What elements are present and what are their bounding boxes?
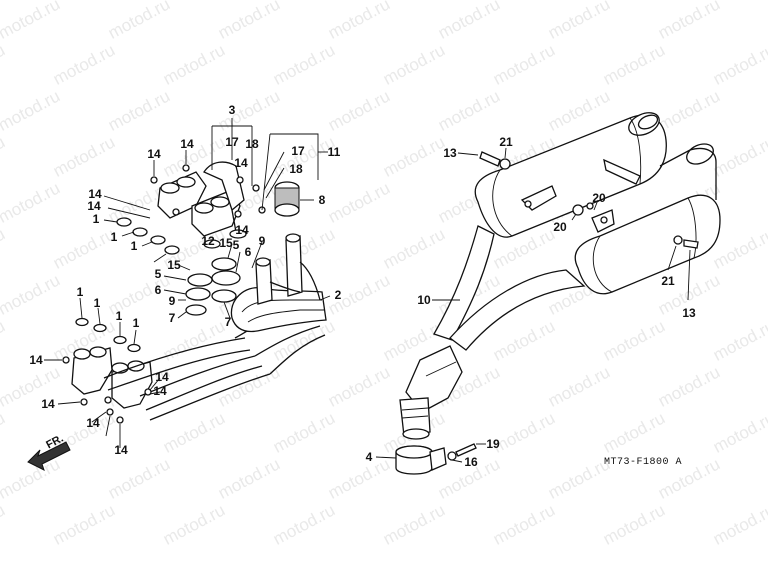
callout-3: 3 [228, 103, 236, 117]
callout-15: 15 [167, 258, 181, 272]
callout-21: 21 [661, 274, 675, 288]
callout-14: 14 [88, 187, 102, 201]
callout-11: 11 [327, 145, 341, 159]
callout-4: 4 [365, 450, 373, 464]
front-direction-arrow [27, 441, 71, 471]
callout-10: 10 [417, 293, 431, 307]
callout-9: 9 [258, 234, 266, 248]
muffler-assembly [375, 112, 721, 475]
rear-header-assembly [157, 161, 247, 239]
gaskets-group [75, 217, 180, 353]
callout-1: 1 [130, 239, 138, 253]
callout-14: 14 [147, 147, 161, 161]
callout-17: 17 [225, 135, 239, 149]
callout-14: 14 [41, 397, 55, 411]
callout-20: 20 [553, 220, 567, 234]
callout-13: 13 [682, 306, 696, 320]
callout-1: 1 [76, 285, 84, 299]
callout-6: 6 [244, 245, 252, 259]
collar-part-8 [274, 181, 314, 217]
callout-1: 1 [110, 230, 118, 244]
callout-1: 1 [92, 212, 100, 226]
exhaust-pipe-assembly [71, 233, 331, 421]
leaders-left [44, 118, 328, 448]
callout-14: 14 [114, 443, 128, 457]
callout-5: 5 [154, 267, 162, 281]
callout-1: 1 [93, 296, 101, 310]
callout-6: 6 [154, 283, 162, 297]
callout-19: 19 [486, 437, 500, 451]
callout-14: 14 [87, 199, 101, 213]
callout-14: 14 [180, 137, 194, 151]
callout-21: 21 [499, 135, 513, 149]
callout-18: 18 [245, 137, 259, 151]
callout-8: 8 [318, 193, 326, 207]
callout-14: 14 [153, 384, 167, 398]
bolts-group-left [62, 164, 266, 424]
callout-7: 7 [224, 315, 232, 329]
callout-17: 17 [291, 144, 305, 158]
callout-14: 14 [155, 370, 169, 384]
callout-18: 18 [289, 162, 303, 176]
callout-12: 12 [201, 234, 215, 248]
callout-1: 1 [115, 309, 123, 323]
callout-14: 14 [235, 223, 249, 237]
callout-14: 14 [234, 156, 248, 170]
callout-14: 14 [29, 353, 43, 367]
callout-1: 1 [132, 316, 140, 330]
callout-14: 14 [86, 416, 100, 430]
callout-7: 7 [168, 311, 176, 325]
joint-clamps-group [185, 239, 241, 316]
figure-code: MT73-F1800 A [604, 457, 683, 468]
callout-5: 5 [232, 238, 240, 252]
callout-15: 15 [219, 236, 233, 250]
callout-20: 20 [592, 191, 606, 205]
callout-13: 13 [443, 146, 457, 160]
callout-16: 16 [464, 455, 478, 469]
callout-9: 9 [168, 294, 176, 308]
callout-2: 2 [334, 288, 342, 302]
